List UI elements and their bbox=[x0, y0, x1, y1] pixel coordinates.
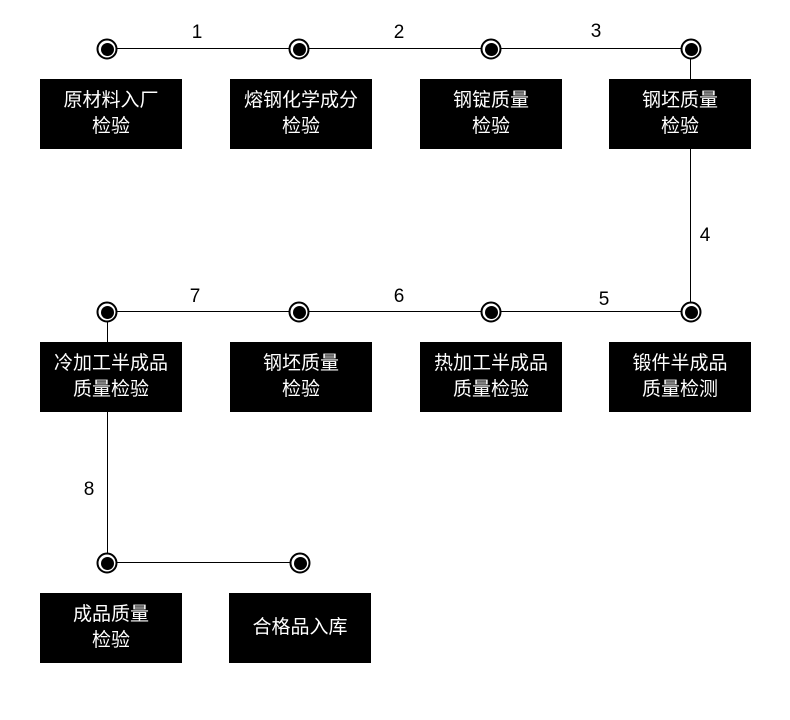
box-steel-billet-quality-inspection-2: 钢坯质量 检验 bbox=[230, 342, 372, 412]
edge-label-1: 1 bbox=[191, 22, 203, 43]
edge-row2-line bbox=[107, 311, 691, 312]
node-steel-billet-quality-inspection-2 bbox=[288, 301, 310, 323]
edge-label-3: 3 bbox=[590, 21, 602, 42]
edge-col4-line bbox=[690, 49, 691, 312]
edge-row1-line bbox=[107, 48, 691, 49]
edge-row3-line bbox=[107, 562, 300, 563]
box-steel-ingot-quality-inspection: 钢锭质量 检验 bbox=[420, 79, 562, 149]
edge-label-6: 6 bbox=[393, 286, 405, 307]
node-steel-billet-quality-inspection-1 bbox=[680, 38, 702, 60]
node-finished-product-quality-inspection bbox=[96, 552, 118, 574]
box-molten-steel-chemical-inspection: 熔钢化学成分 检验 bbox=[230, 79, 372, 149]
node-hot-work-semi-product-inspection bbox=[480, 301, 502, 323]
node-steel-ingot-quality-inspection bbox=[480, 38, 502, 60]
box-qualified-product-storage: 合格品入库 bbox=[229, 593, 371, 663]
node-cold-work-semi-product-inspection bbox=[96, 301, 118, 323]
box-raw-material-entry-inspection: 原材料入厂 检验 bbox=[40, 79, 182, 149]
node-forging-semi-product-test bbox=[680, 301, 702, 323]
box-hot-work-semi-product-inspection: 热加工半成品 质量检验 bbox=[420, 342, 562, 412]
node-molten-steel-chemical-inspection bbox=[288, 38, 310, 60]
node-raw-material-entry-inspection bbox=[96, 38, 118, 60]
box-forging-semi-product-test: 锻件半成品 质量检测 bbox=[609, 342, 751, 412]
edge-label-7: 7 bbox=[189, 286, 201, 307]
box-cold-work-semi-product-inspection: 冷加工半成品 质量检验 bbox=[40, 342, 182, 412]
node-qualified-product-storage bbox=[289, 552, 311, 574]
edge-label-5: 5 bbox=[598, 289, 610, 310]
box-steel-billet-quality-inspection-1: 钢坯质量 检验 bbox=[609, 79, 751, 149]
edge-col1-line bbox=[107, 312, 108, 563]
edge-label-8: 8 bbox=[83, 479, 95, 500]
edge-label-2: 2 bbox=[393, 22, 405, 43]
edge-label-4: 4 bbox=[699, 225, 711, 246]
box-finished-product-quality-inspection: 成品质量 检验 bbox=[40, 593, 182, 663]
